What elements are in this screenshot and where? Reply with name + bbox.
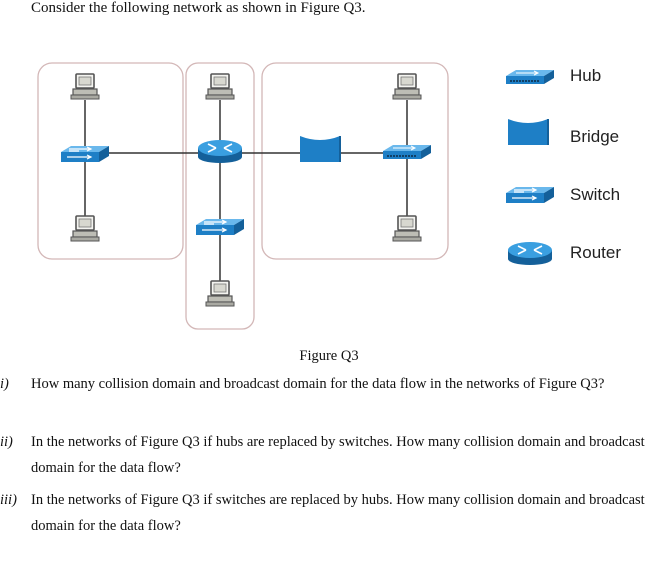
- domain-box-center: [185, 62, 255, 330]
- question-number: i): [0, 376, 9, 392]
- question-text: In the networks of Figure Q3 if hubs are…: [31, 434, 645, 476]
- pc-icon: [205, 73, 235, 100]
- router-icon: [197, 139, 243, 164]
- question-number: ii): [0, 434, 13, 450]
- legend-switch-label: Switch: [570, 185, 620, 204]
- hub-icon: [382, 144, 432, 160]
- pc-icon: [392, 215, 422, 242]
- legend-hub-icon: [505, 69, 555, 85]
- switch-icon: [60, 145, 110, 163]
- pc-icon: [70, 73, 100, 100]
- bridge-icon: [299, 135, 341, 163]
- legend-hub-label: Hub: [570, 66, 601, 85]
- switch-icon: [195, 218, 245, 236]
- figure-caption: Figure Q3: [299, 348, 359, 364]
- pc-icon: [205, 280, 235, 307]
- question-text: In the networks of Figure Q3 if switches…: [31, 492, 645, 534]
- legend-router-label: Router: [570, 243, 621, 262]
- pc-icon: [70, 215, 100, 242]
- legend-bridge-icon: [507, 118, 549, 146]
- pc-icon: [392, 73, 422, 100]
- legend-bridge-label: Bridge: [570, 127, 619, 146]
- legend-router-icon: [507, 241, 553, 266]
- question-intro: Consider the following network as shown …: [31, 0, 366, 16]
- domain-box-left: [37, 62, 184, 260]
- legend-switch-icon: [505, 186, 555, 204]
- domain-box-right: [261, 62, 449, 260]
- network-diagram: Hub Bridge Switch Router: [37, 62, 621, 330]
- question-text: How many collision domain and broadcast …: [31, 376, 605, 392]
- question-number: iii): [0, 492, 17, 508]
